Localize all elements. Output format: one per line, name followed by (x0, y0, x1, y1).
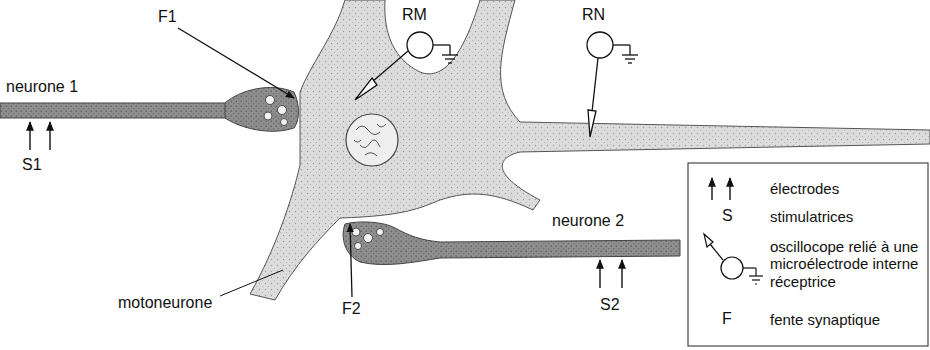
cell-label-holder: motoneurone (118, 294, 212, 312)
synaptic-cleft-callout: F1 (158, 8, 177, 25)
legend-symbol-holder: F (722, 310, 732, 328)
vesicles-2 (352, 228, 384, 250)
neuron-label: neurone 1 (6, 78, 78, 95)
legend-entry: oscillocope relié à une microélectrode i… (770, 238, 920, 290)
legend-oscilloscope-sample (704, 234, 763, 284)
cell-label: motoneurone (118, 294, 212, 311)
oscilloscope-label: RN (582, 6, 605, 23)
synaptic-cleft-callout: F2 (342, 300, 361, 317)
legend-entry: électrodes (770, 180, 920, 197)
stimulating-electrodes-1 (30, 122, 50, 150)
legend-entry: fente synaptique (770, 311, 920, 328)
terminal-button-2 (343, 222, 680, 265)
neuron-label-holder: neurone 2 (552, 212, 624, 230)
legend-text: fente synaptique (770, 311, 920, 328)
chromatin (354, 124, 386, 156)
legend-entry: stimulatrices (770, 208, 920, 225)
legend-electrode-sample (712, 178, 730, 200)
legend-symbol-holder: S (722, 207, 733, 225)
legend-symbol: S (722, 207, 733, 224)
leader-line-motoneuron (220, 270, 283, 296)
oscilloscope-label-holder: RN (582, 6, 605, 24)
motoneuron-body (250, 0, 930, 300)
neuron-label: neurone 2 (552, 212, 624, 229)
leader-arrow-f1 (178, 28, 294, 98)
leader-arrow-f2 (350, 224, 352, 297)
legend-text: stimulatrices (770, 208, 920, 225)
vesicles-1 (264, 96, 288, 126)
oscilloscope-label-holder: RM (402, 6, 427, 24)
oscilloscope-rn (587, 32, 638, 137)
legend-text: oscillocope relié à une microélectrode i… (770, 238, 920, 290)
oscilloscope-rm (355, 32, 458, 100)
legend-symbol: F (722, 310, 732, 327)
legend-text: électrodes (770, 180, 920, 197)
legend-box (688, 163, 928, 346)
electrode-label-holder: S1 (22, 156, 42, 174)
axon-neuron-1 (0, 103, 230, 118)
electrode-label-holder: S2 (600, 296, 620, 314)
neuron-label-holder: neurone 1 (6, 78, 78, 96)
nucleus (346, 114, 398, 166)
synaptic-cleft-callout-holder: F2 (342, 300, 361, 318)
stimulating-electrodes-2 (600, 260, 622, 288)
electrode-label: S1 (22, 156, 42, 173)
oscilloscope-label: RM (402, 6, 427, 23)
electrode-label: S2 (600, 296, 620, 313)
synaptic-cleft-callout-holder: F1 (158, 8, 177, 26)
